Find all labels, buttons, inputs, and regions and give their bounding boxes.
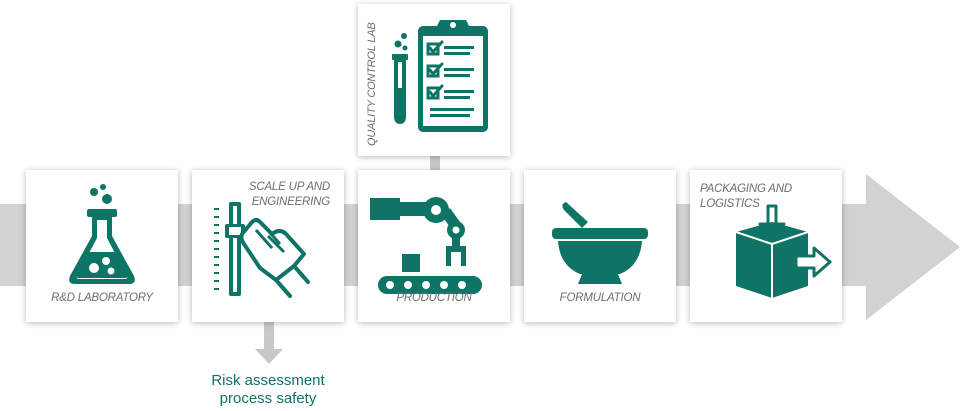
- stage-label: FORMULATION: [559, 292, 641, 304]
- risk-assessment-text: Risk assessment process safety: [211, 372, 325, 407]
- stage-label: SCALE UP AND ENGINEERING: [248, 181, 330, 208]
- stage-card-formulation: FORMULATION: [524, 170, 676, 322]
- stage-label: R&D LABORATORY: [51, 292, 153, 304]
- stage-card-packaging: PACKAGING AND LOGISTICS: [690, 170, 842, 322]
- slider-hand-icon: [214, 202, 310, 298]
- mortar-pestle-icon: [552, 202, 648, 284]
- process-arrow-head: [866, 174, 960, 320]
- quality-control-lab-card: QUALITY CONTROL LAB: [358, 4, 510, 156]
- robot-arm-conveyor-icon: [370, 197, 482, 294]
- clipboard-test-tube-icon: [392, 20, 488, 132]
- qc-connector-arrow: [421, 128, 449, 200]
- stage-label: PRODUCTION: [396, 292, 472, 304]
- stage-label: PACKAGING AND LOGISTICS: [700, 183, 792, 210]
- risk-connector-arrow: [255, 290, 283, 364]
- stage-card-rd-laboratory: R&D LABORATORY: [26, 170, 178, 322]
- flask-icon: [69, 184, 135, 284]
- stage-card-production: PRODUCTION: [358, 170, 510, 322]
- stage-card-scale-up: SCALE UP AND ENGINEERING: [192, 170, 344, 322]
- qc-label: QUALITY CONTROL LAB: [366, 22, 378, 146]
- package-box-icon: [735, 204, 832, 298]
